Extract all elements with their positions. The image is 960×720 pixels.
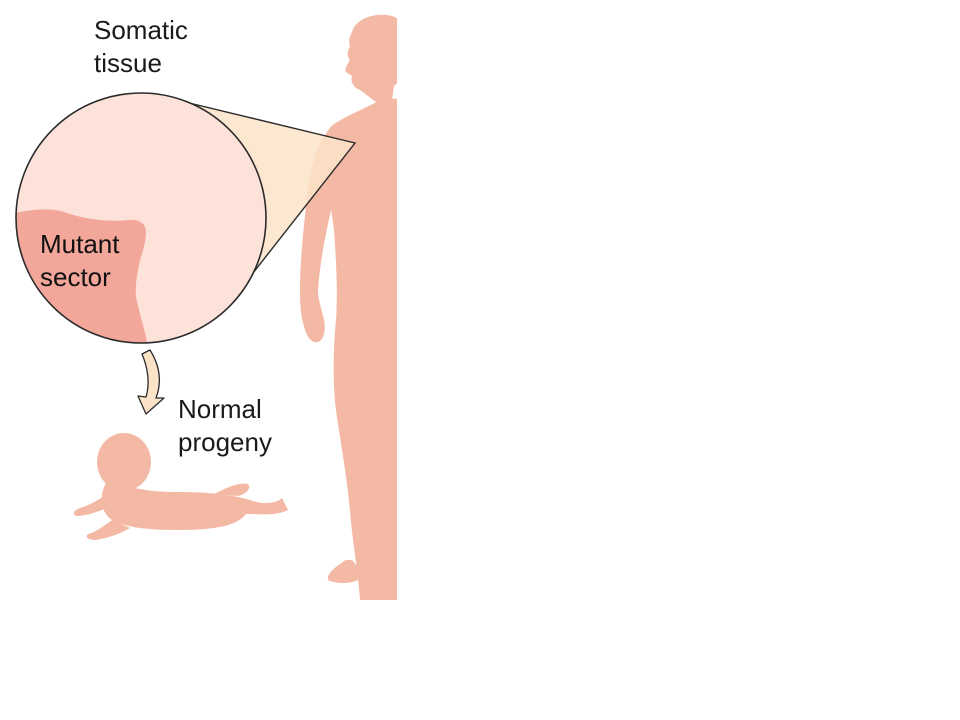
- mutant-sector-label-line2: sector: [40, 262, 111, 292]
- mutant-sector-label-line1: Mutant: [40, 229, 120, 259]
- normal-progeny-label: Normal progeny: [178, 393, 272, 459]
- baby-figure-icon: [73, 433, 288, 540]
- tissue-magnification-circle: [15, 92, 267, 344]
- mutant-sector-label: Mutant sector: [40, 228, 120, 294]
- normal-progeny-label-line2: progeny: [178, 427, 272, 457]
- adult-figure-icon: [300, 14, 397, 600]
- somatic-tissue-label: Somatic tissue: [94, 14, 188, 80]
- normal-progeny-label-line1: Normal: [178, 394, 262, 424]
- somatic-tissue-label-line2: tissue: [94, 48, 162, 78]
- somatic-tissue-label-line1: Somatic: [94, 15, 188, 45]
- curved-arrow-icon: [137, 349, 165, 415]
